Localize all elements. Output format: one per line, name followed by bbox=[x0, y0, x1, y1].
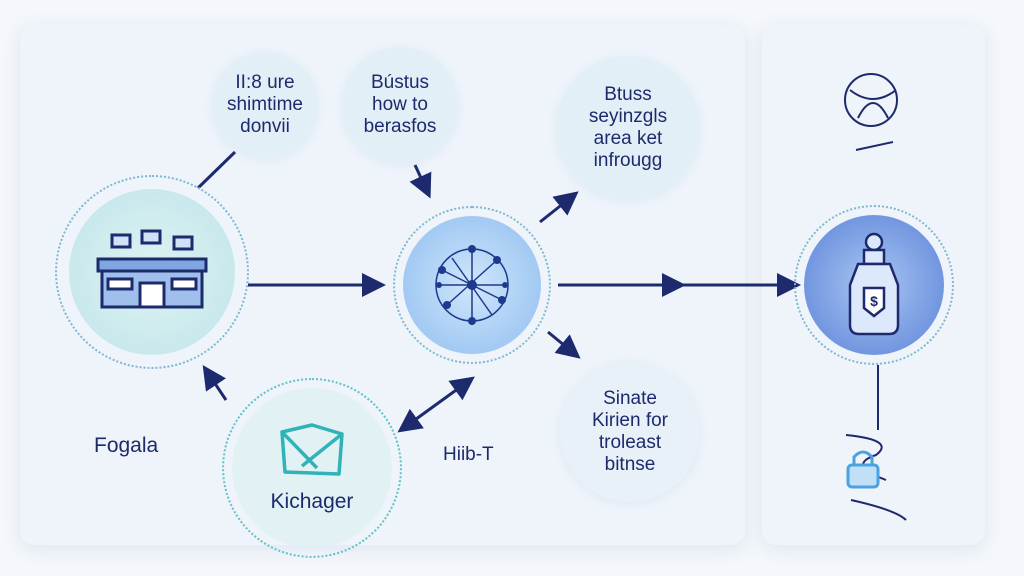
arrow-network-to-bubble3 bbox=[539, 191, 579, 224]
bubble-text: II:8 ure bbox=[235, 72, 295, 93]
kichager-node: Kichager bbox=[222, 378, 402, 558]
bubble-text: shimtime bbox=[226, 94, 303, 115]
bottle-node: $ bbox=[794, 205, 954, 365]
bubble-text: Sinate bbox=[603, 388, 657, 409]
network-globe-icon bbox=[435, 245, 509, 325]
bubble-text: area ket bbox=[593, 128, 663, 149]
bubble-text: seyinzgls bbox=[588, 106, 668, 127]
bubble-text: troleast bbox=[598, 432, 662, 453]
mail-icon bbox=[280, 423, 344, 476]
building-icon bbox=[96, 229, 208, 309]
arrow-bubble2-to-network bbox=[409, 164, 432, 199]
arrow-kichager-network bbox=[397, 376, 475, 433]
bubble-text: how to bbox=[372, 94, 428, 115]
bubble-text: Bústus bbox=[370, 72, 430, 93]
connector-bubble1 bbox=[196, 150, 237, 190]
kichager-label: Kichager bbox=[270, 490, 354, 513]
arrow-kichager-to-building bbox=[202, 365, 228, 401]
fogala-label: Fogala bbox=[94, 434, 159, 457]
hiibt-label: Hiib-T bbox=[443, 444, 494, 465]
bubble-text: Kirien for bbox=[591, 410, 669, 431]
bubble-text: donvii bbox=[240, 116, 290, 137]
bottle-icon: $ bbox=[848, 232, 900, 336]
network-node bbox=[393, 206, 551, 364]
bubble-text: bitnse bbox=[604, 454, 656, 475]
bubble-text: Btuss bbox=[604, 84, 652, 105]
building-node bbox=[55, 175, 249, 369]
bubble-text: infrougg bbox=[593, 150, 663, 171]
arrow-network-to-bubble4 bbox=[547, 330, 581, 359]
bubble-text: berasfos bbox=[363, 116, 437, 137]
svg-text:$: $ bbox=[870, 293, 878, 309]
globe-people-icon bbox=[844, 73, 898, 151]
lock-icon bbox=[845, 434, 907, 521]
